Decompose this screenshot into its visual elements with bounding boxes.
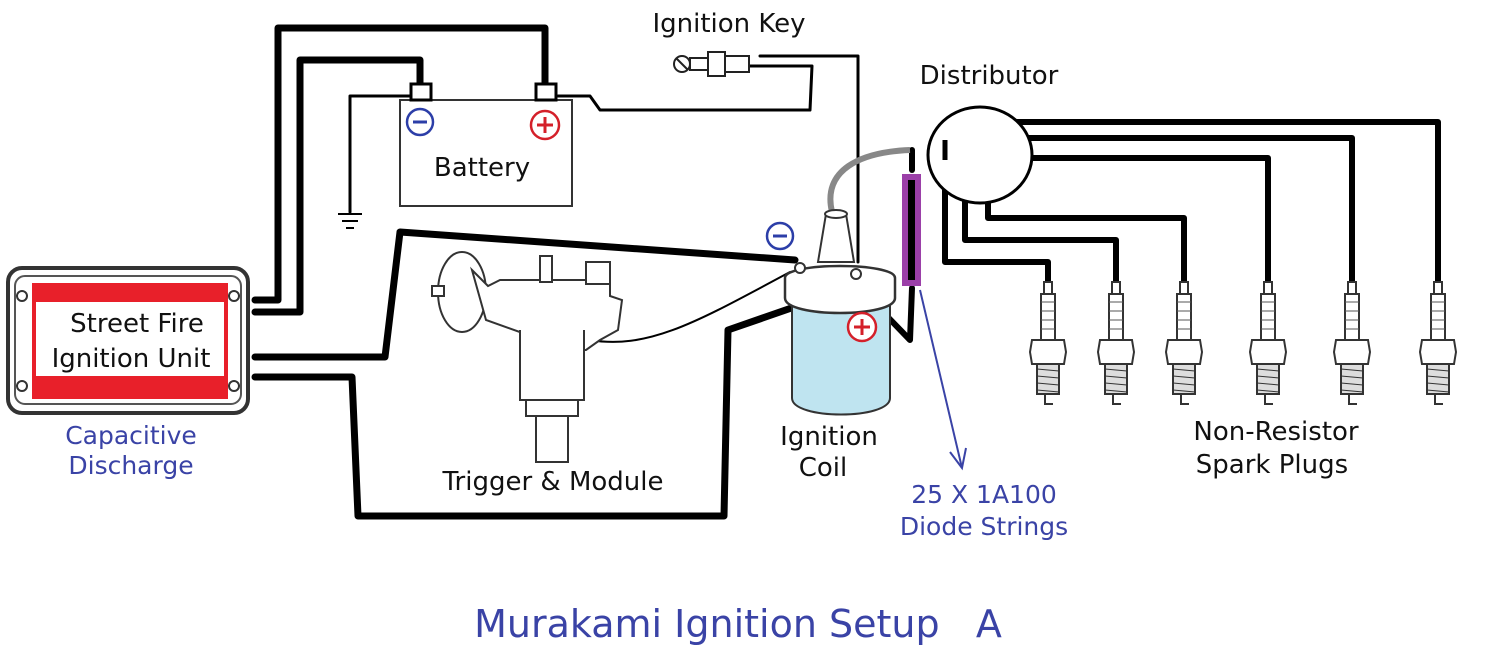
wire-key-to-coil bbox=[758, 54, 860, 264]
spark-plug-icon bbox=[1164, 281, 1204, 405]
spark-plug-icon bbox=[1248, 281, 1288, 405]
battery-positive-symbol bbox=[529, 109, 561, 141]
diode-string bbox=[902, 174, 921, 286]
unit-label-line1: Street Fire bbox=[70, 309, 204, 339]
coil-label-line2: Coil bbox=[799, 453, 848, 483]
diode-label-line1: 25 X 1A100 bbox=[911, 480, 1057, 509]
trigger-module-label: Trigger & Module bbox=[441, 467, 663, 497]
wire-trigger-to-coil bbox=[589, 271, 791, 343]
wire-unit-to-battery-positive bbox=[251, 24, 549, 304]
distributor-cap-icon bbox=[926, 105, 1034, 205]
ignition-key-label: Ignition Key bbox=[652, 9, 805, 39]
ignition-coil bbox=[783, 209, 897, 416]
plug-wire-4 bbox=[1025, 155, 1271, 285]
spark-plugs bbox=[1028, 281, 1458, 405]
distributor-label: Distributor bbox=[920, 61, 1059, 91]
cd-label-line2: Discharge bbox=[68, 451, 193, 480]
unit-label-line2: Ignition Unit bbox=[52, 344, 211, 374]
wires bbox=[251, 24, 1441, 520]
battery: Battery bbox=[399, 82, 573, 207]
battery-negative-symbol bbox=[405, 107, 435, 137]
key-icon bbox=[673, 51, 750, 77]
diode-label-line2: Diode Strings bbox=[900, 512, 1068, 541]
wire-unit-to-coil-negative bbox=[251, 228, 799, 361]
trigger-module bbox=[431, 251, 624, 463]
plug-wire-1 bbox=[942, 152, 1051, 285]
coil-positive-symbol bbox=[846, 311, 878, 343]
cd-label-line1: Capacitive bbox=[65, 421, 197, 450]
wire-battery-to-key bbox=[556, 64, 814, 112]
plug-wire-3 bbox=[985, 187, 1187, 285]
wire-unit-to-battery-negative bbox=[251, 56, 424, 316]
coil-label-line1: Ignition bbox=[780, 422, 878, 452]
ground-icon bbox=[338, 213, 362, 229]
coil-tower-lead bbox=[827, 147, 911, 213]
battery-label: Battery bbox=[434, 153, 530, 183]
spark-plug-icon bbox=[1418, 281, 1458, 405]
spark-plug-icon bbox=[1332, 281, 1372, 405]
plug-wire-5 bbox=[1025, 135, 1355, 285]
plugs-label-line2: Spark Plugs bbox=[1196, 450, 1348, 480]
plug-wire-6 bbox=[977, 119, 1441, 285]
diode-arrow bbox=[919, 289, 967, 471]
spark-plug-icon bbox=[1096, 281, 1136, 405]
wire-battery-to-ground bbox=[348, 94, 412, 214]
spark-plug-icon bbox=[1028, 281, 1068, 405]
page-title: Murakami Ignition Setup A bbox=[474, 602, 1002, 646]
wire-unit-to-coil-positive bbox=[251, 282, 859, 520]
plugs-label-line1: Non-Resistor bbox=[1193, 417, 1359, 447]
ignition-unit: Street Fire Ignition Unit bbox=[6, 266, 250, 415]
plug-wire-2 bbox=[962, 169, 1119, 285]
coil-negative-symbol bbox=[765, 221, 795, 251]
